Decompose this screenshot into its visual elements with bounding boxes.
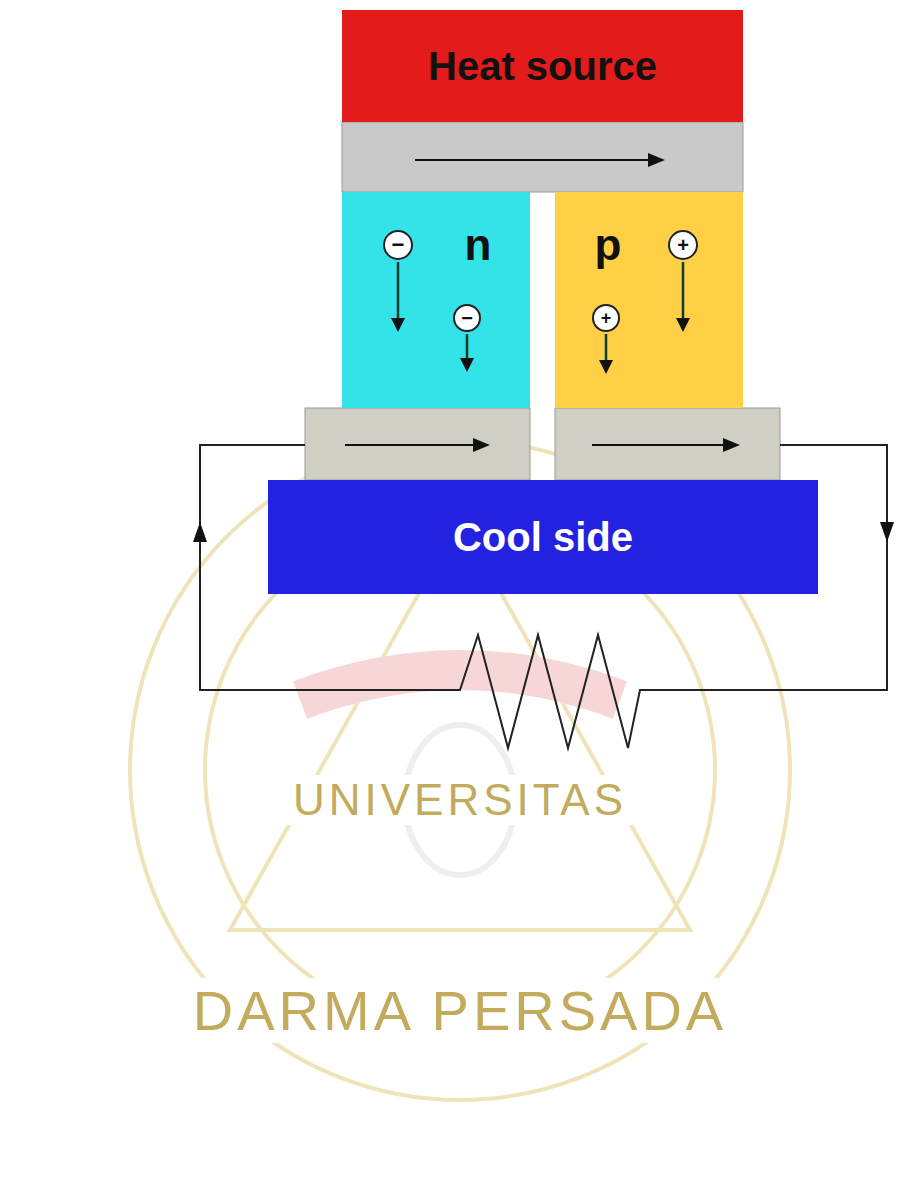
watermark-text: DARMA PERSADA [187, 978, 733, 1043]
circuit-wire [200, 445, 887, 748]
electron-symbol: − [383, 230, 413, 260]
flow-arrow [605, 334, 608, 362]
flow-arrow [682, 262, 685, 320]
charge-sign: − [461, 308, 473, 328]
bottom-plate [305, 408, 530, 480]
arrow-head [599, 360, 613, 374]
bottom-plate [555, 408, 780, 480]
p-type-leg: p + + [555, 192, 743, 408]
arrow-head [460, 358, 474, 372]
carrier-flow-arrows [342, 192, 530, 408]
carrier-flow-arrows [555, 192, 743, 408]
flow-arrow [397, 262, 400, 320]
node-label: Heat source [428, 44, 657, 88]
current-arrow [345, 444, 475, 446]
current-arrow [592, 444, 725, 446]
arrow-head [473, 438, 490, 452]
arrow-head [391, 318, 405, 332]
charge-sign: + [677, 235, 689, 255]
flow-arrow [466, 334, 469, 360]
hole-symbol: + [668, 230, 698, 260]
arrow-head [723, 438, 740, 452]
arrow-head [880, 522, 894, 542]
hole-symbol: + [592, 304, 620, 332]
arrow-head [193, 522, 207, 542]
top-plate [342, 122, 743, 192]
charge-sign: − [392, 234, 405, 256]
watermark-text: UNIVERSITAS [287, 775, 633, 825]
node-label: n [465, 221, 492, 269]
charge-sign: + [601, 309, 612, 327]
arrow-head [676, 318, 690, 332]
electron-symbol: − [453, 304, 481, 332]
arrow-head [648, 153, 665, 167]
current-arrow [415, 159, 650, 161]
heat-source-box: Heat source [342, 10, 743, 122]
n-type-leg: n − − [342, 192, 530, 408]
node-label: p [595, 221, 622, 269]
node-label: Cool side [453, 515, 633, 559]
cool-side-box: Cool side [268, 480, 818, 594]
